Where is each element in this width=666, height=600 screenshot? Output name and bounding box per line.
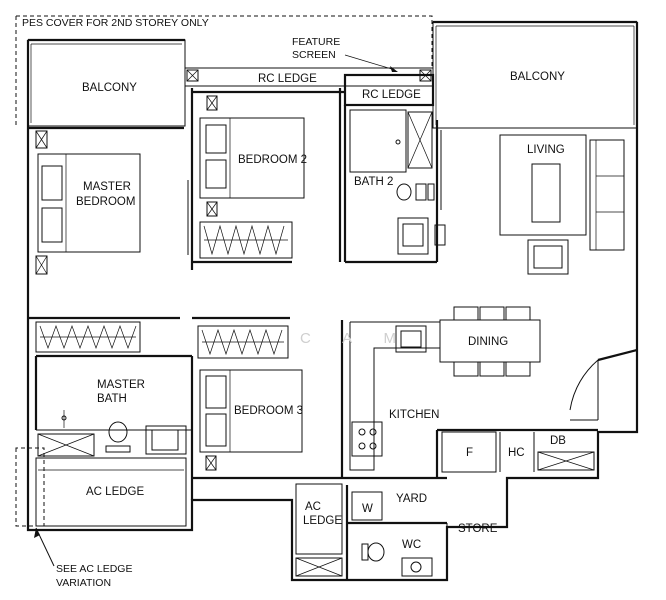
yard-wc xyxy=(367,542,385,562)
dining: DINING xyxy=(439,306,541,377)
ac-ledge-bottom-label: AC LEDGE xyxy=(86,486,144,498)
cooktop xyxy=(351,421,383,457)
ac-ledge-small-label-1: AC xyxy=(305,501,321,513)
bath-2: RC LEDGE BATH 2 xyxy=(349,89,446,255)
yard-label: YARD xyxy=(396,493,427,505)
master-wardrobe xyxy=(35,321,141,353)
washer-label: W xyxy=(362,503,373,515)
bedroom-2: BEDROOM 2 xyxy=(199,95,307,259)
dining-label: DINING xyxy=(468,336,508,348)
master-bedroom-label-1: MASTER xyxy=(83,181,131,193)
kitchen-label: KITCHEN xyxy=(389,409,439,421)
master-bedroom: MASTER BEDROOM xyxy=(35,130,189,353)
pes-cover-outline xyxy=(15,15,433,128)
bedroom3-label: BEDROOM 3 xyxy=(234,405,303,417)
bedroom2-label: BEDROOM 2 xyxy=(238,154,307,166)
pes-cover-note: PES COVER FOR 2ND STOREY ONLY xyxy=(22,17,209,29)
master-bath-label-2: BATH xyxy=(97,393,127,405)
db-label: DB xyxy=(550,435,566,447)
bedroom-3: BEDROOM 3 xyxy=(197,325,303,471)
living-label: LIVING xyxy=(527,144,565,156)
master-bed xyxy=(37,153,141,253)
coffee-table xyxy=(531,163,561,223)
balcony-right: BALCONY xyxy=(432,21,638,129)
master-bath-label-1: MASTER xyxy=(97,379,145,391)
feature-screen-line1: FEATURE xyxy=(292,36,340,48)
wc-label: WC xyxy=(402,539,421,551)
bedroom2-bed xyxy=(199,117,305,199)
rc-ledge-top-label: RC LEDGE xyxy=(258,73,317,85)
kitchen: KITCHEN F HC DB xyxy=(349,321,595,473)
see-ac-ledge-line2: VARIATION xyxy=(56,577,111,589)
feature-screen-line2: SCREEN xyxy=(292,49,336,61)
see-ac-ledge-line1: SEE AC LEDGE xyxy=(56,563,132,575)
armchair xyxy=(527,239,569,275)
master-bath: MASTER BATH xyxy=(36,379,192,457)
master-wc xyxy=(108,421,128,443)
kitchen-sink xyxy=(395,325,427,353)
store-label: STORE xyxy=(458,523,498,535)
hc-label: HC xyxy=(508,447,525,459)
rc-ledge-small-label: RC LEDGE xyxy=(362,89,421,101)
living-rug xyxy=(499,134,587,236)
ac-ledge-small-label-2: LEDGE xyxy=(303,515,342,527)
balcony-right-label: BALCONY xyxy=(510,71,565,83)
watermark: C A M xyxy=(300,330,410,347)
balcony-left-label: BALCONY xyxy=(82,82,137,94)
bedroom3-bed xyxy=(199,369,303,453)
service-area: AC LEDGE W YARD WC STORE xyxy=(295,483,498,580)
sofa xyxy=(589,139,625,251)
bath2-label: BATH 2 xyxy=(354,176,393,188)
interior-walls xyxy=(28,73,598,580)
feature-screen-note: FEATURE SCREEN xyxy=(292,36,398,72)
balcony-left: BALCONY xyxy=(27,39,186,127)
main-door[interactable] xyxy=(569,348,638,421)
living-room: LIVING xyxy=(499,134,625,275)
ac-ledge-bottom: AC LEDGE SEE AC LEDGE VARIATION xyxy=(15,447,187,589)
master-bedroom-label-2: BEDROOM xyxy=(76,196,135,208)
fridge-label: F xyxy=(466,447,473,459)
